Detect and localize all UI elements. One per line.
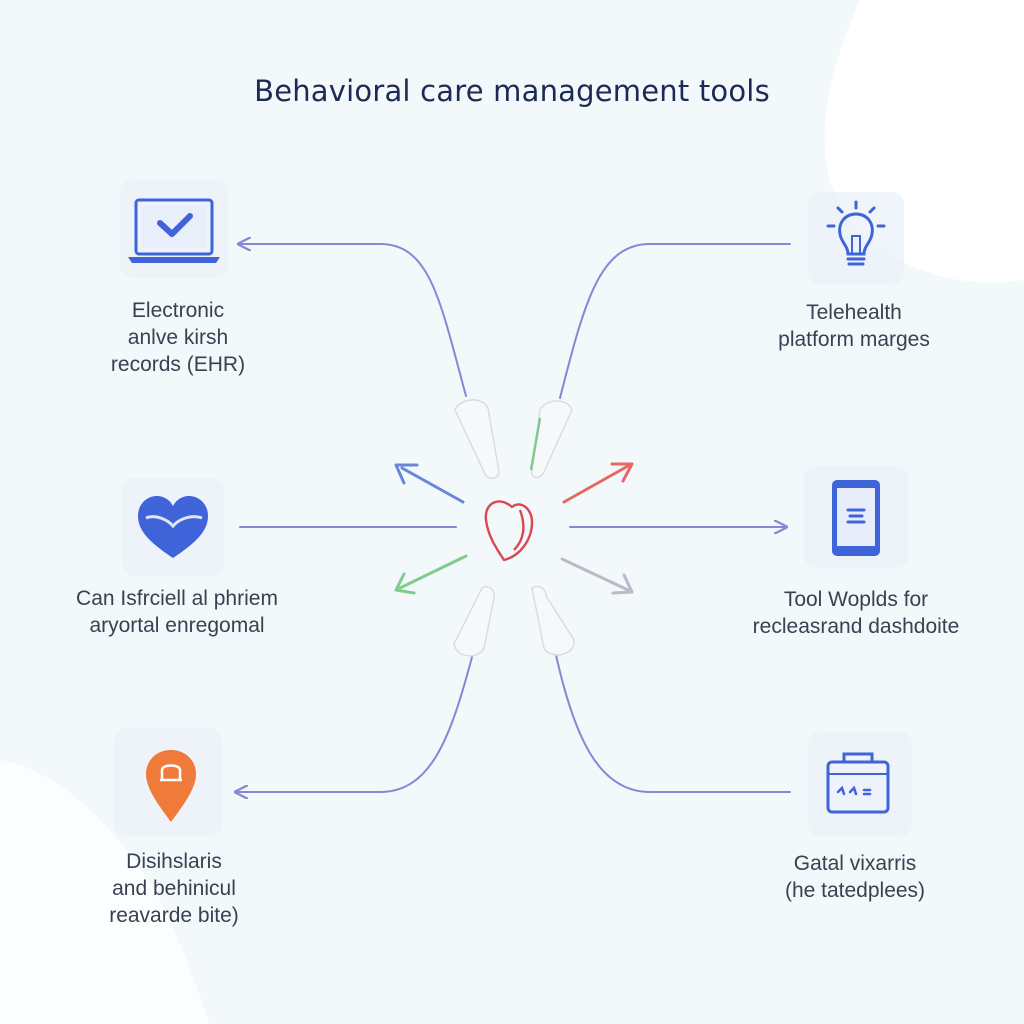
connector-pin — [237, 656, 473, 792]
hub-heart-icon — [484, 500, 534, 562]
connector-telehealth — [559, 243, 791, 399]
arrow-lower-left — [398, 554, 468, 590]
heart-tile[interactable] — [122, 478, 224, 576]
connector-ehr — [240, 244, 467, 397]
lightbulb-icon — [826, 200, 886, 266]
arrow-upper-left — [400, 466, 465, 504]
location-pin-icon — [146, 750, 196, 822]
connector-bag — [555, 654, 791, 793]
arrow-upper-right — [562, 464, 630, 504]
heart-icon — [138, 496, 208, 558]
arrow-lower-right — [560, 557, 630, 592]
node-label-heart: Can Isfrciell al phriem aryortal enregom… — [76, 587, 278, 637]
briefcase-icon — [826, 752, 890, 814]
page-title: Behavioral care management tools — [254, 74, 770, 108]
laptop-check-icon — [128, 198, 220, 263]
tablet-icon — [832, 480, 880, 556]
bag-tile[interactable] — [808, 732, 912, 836]
node-label-tablet: Tool Woplds for recleasrand dashdoite — [752, 588, 960, 638]
node-label-bag: Gatal vixarris (he tatedplees) — [784, 852, 926, 902]
node-label-telehealth: Telehealth platform marges — [778, 301, 930, 351]
telehealth-tile[interactable] — [808, 192, 904, 284]
ehr-tile[interactable] — [120, 180, 228, 278]
node-label-ehr: Electronic anlve kirsh records (EHR) — [110, 299, 246, 376]
tablet-tile[interactable] — [804, 466, 908, 568]
hub-arrows — [394, 462, 634, 595]
pin-tile[interactable] — [114, 728, 222, 836]
hub-pegs — [453, 399, 575, 657]
node-label-pin: Disihslaris and behinicul reavarde bite) — [109, 850, 239, 927]
